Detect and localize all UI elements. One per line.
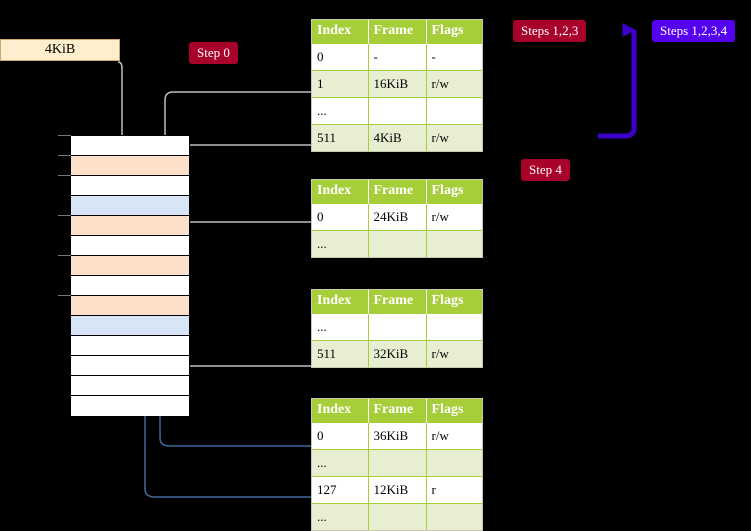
column-header-frame: Frame — [368, 290, 427, 313]
column-header-index: Index — [312, 20, 369, 43]
table-cell: 1 — [312, 69, 369, 97]
memory-tick — [58, 135, 71, 136]
table-cell: 0 — [312, 42, 369, 70]
table-cell: 12KiB — [368, 475, 427, 503]
memory-frame-row — [71, 396, 189, 416]
column-header-frame: Frame — [368, 399, 427, 422]
table-cell: 4KiB — [368, 123, 427, 151]
table-cell: r/w — [426, 202, 482, 230]
memory-frame-row — [71, 316, 189, 336]
table-cell — [426, 96, 482, 124]
table-cell: ... — [312, 312, 369, 340]
table-cell — [368, 96, 427, 124]
table-cell: 511 — [312, 123, 369, 151]
table-cell: r/w — [426, 123, 482, 151]
table-row: ... — [312, 312, 482, 340]
wire-pt0-row511-out — [179, 144, 311, 164]
table-cell: 36KiB — [368, 421, 427, 449]
memory-frame-row — [71, 236, 189, 256]
table-cell — [426, 312, 482, 340]
table-row: ... — [312, 448, 482, 476]
table-cell — [368, 502, 427, 530]
wire-pt2-row511-out — [173, 306, 311, 367]
memory-frame-row — [71, 176, 189, 196]
column-header-flags: Flags — [426, 20, 482, 43]
vaddr-4kib-box: 4KiB — [0, 39, 120, 61]
table-cell: 127 — [312, 475, 369, 503]
table-row: ... — [312, 502, 482, 530]
memory-tick — [58, 295, 71, 296]
vaddr-label: 4KiB — [44, 42, 76, 57]
table-row: ... — [312, 96, 482, 124]
memory-frame-row — [71, 256, 189, 276]
table-row: ... — [312, 229, 482, 257]
table-cell — [426, 229, 482, 257]
table-cell: 511 — [312, 339, 369, 367]
table-cell: 16KiB — [368, 69, 427, 97]
column-header-flags: Flags — [426, 399, 482, 422]
memory-tick — [58, 155, 71, 156]
memory-frame-row — [71, 356, 189, 376]
memory-tick — [58, 175, 71, 176]
column-header-frame: Frame — [368, 20, 427, 43]
badge-step-4: Step 4 — [521, 159, 570, 181]
memory-frame-row — [71, 336, 189, 356]
wire-pt1-row0-out — [179, 221, 311, 264]
table-cell — [368, 312, 427, 340]
table-cell: 0 — [312, 202, 369, 230]
table-cell: 24KiB — [368, 202, 427, 230]
column-header-flags: Flags — [426, 290, 482, 313]
column-header-frame: Frame — [368, 180, 427, 203]
table-cell: r/w — [426, 339, 482, 367]
badge-step-0: Step 0 — [189, 42, 238, 64]
table-cell: ... — [312, 448, 369, 476]
memory-tick — [58, 255, 71, 256]
memory-frame-row — [71, 136, 189, 156]
memory-frame-row — [71, 216, 189, 236]
physical-memory-column — [70, 135, 190, 416]
table-cell: r — [426, 475, 482, 503]
column-header-index: Index — [312, 399, 369, 422]
memory-frame-row — [71, 156, 189, 176]
table-cell: r/w — [426, 69, 482, 97]
memory-frame-row — [71, 296, 189, 316]
table-cell: ... — [312, 229, 369, 257]
table-cell — [426, 448, 482, 476]
memory-frame-row — [71, 376, 189, 396]
badge-steps-123: Steps 1,2,3 — [513, 20, 587, 42]
table-cell: - — [368, 42, 427, 70]
memory-frame-row — [71, 196, 189, 216]
table-cell: - — [426, 42, 482, 70]
table-cell — [426, 502, 482, 530]
purple-bracket-arrow — [598, 23, 637, 139]
memory-tick — [58, 215, 71, 216]
table-cell: ... — [312, 502, 369, 530]
table-row: 0-- — [312, 42, 482, 70]
badge-steps-1234: Steps 1,2,3,4 — [652, 20, 736, 42]
column-header-flags: Flags — [426, 180, 482, 203]
table-cell: 32KiB — [368, 339, 427, 367]
table-cell: r/w — [426, 421, 482, 449]
column-header-index: Index — [312, 290, 369, 313]
table-cell: 0 — [312, 421, 369, 449]
table-cell — [368, 229, 427, 257]
table-cell: ... — [312, 96, 369, 124]
column-header-index: Index — [312, 180, 369, 203]
memory-frame-row — [71, 276, 189, 296]
table-cell — [368, 448, 427, 476]
